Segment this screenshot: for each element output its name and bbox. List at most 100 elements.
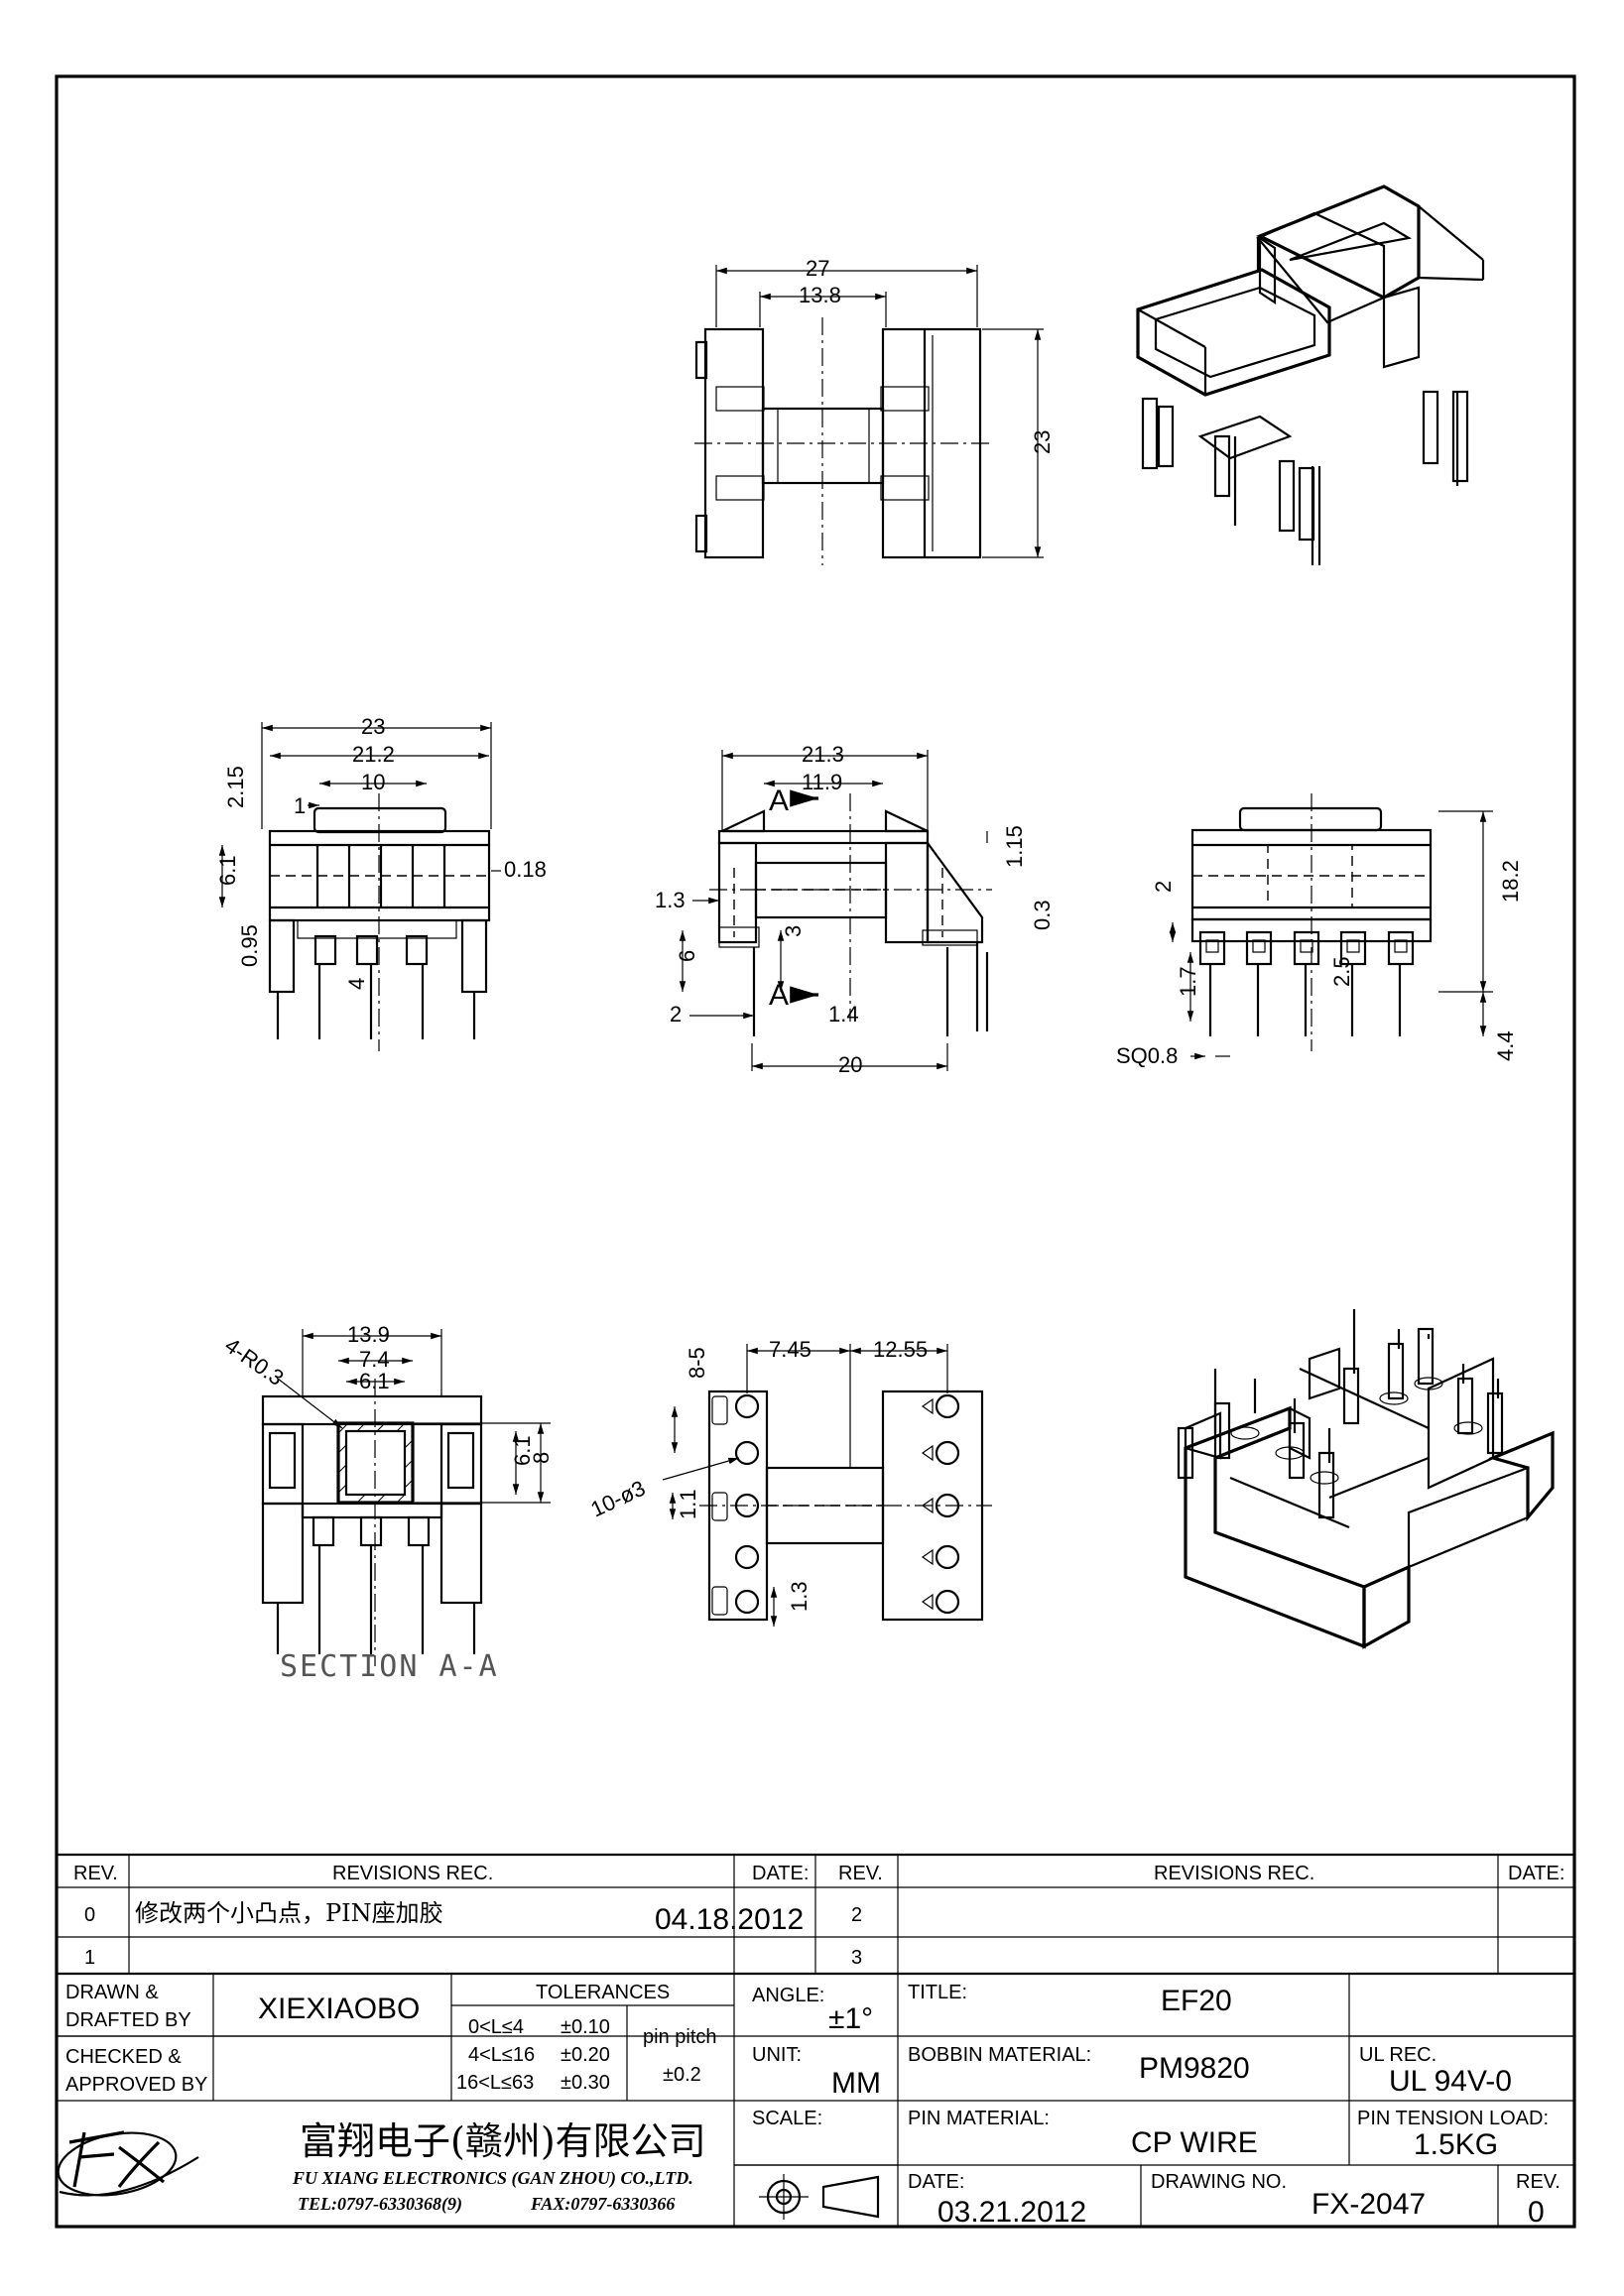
tol-row-0-value: ±0.10 [561, 2016, 610, 2038]
ul-rec-value: UL 94V-0 [1389, 2065, 1512, 2098]
bottom-view: 8-5 7.45 12.55 10-ø3 1.1 1.3 [587, 1337, 992, 1627]
dim-10: 10 [361, 770, 385, 794]
tol-row-1-value: ±0.20 [561, 2044, 610, 2066]
dim-2-5: 2.5 [1329, 956, 1354, 987]
rev-label: REV. [1516, 2171, 1561, 2193]
dim-6-1: 6.1 [215, 855, 240, 886]
top-view: 27 13.8 23 [694, 256, 1055, 565]
dim-6: 6 [675, 950, 699, 962]
dim-4: 4 [344, 978, 369, 990]
revisions-rec-header: REVISIONS REC. [332, 1863, 493, 1884]
dim-sq0-8: SQ0.8 [1116, 1043, 1178, 1068]
date-header-2: DATE: [1508, 1863, 1564, 1884]
dim-1-15: 1.15 [1002, 825, 1027, 868]
date-label: DATE: [908, 2171, 964, 2193]
dim-1-7: 1.7 [1176, 966, 1200, 997]
dim-4-4: 4.4 [1493, 1030, 1518, 1061]
dim-11-9: 11.9 [802, 770, 842, 794]
dim-0-18: 0.18 [504, 857, 547, 882]
drawing-no-value: FX-2047 [1312, 2188, 1426, 2221]
checked-label-2: APPROVED BY [65, 2074, 207, 2096]
company-name-en: FU XIANG ELECTRONICS (GAN ZHOU) CO.,LTD. [292, 2168, 693, 2189]
dim-6-1-section-v: 6.1 [510, 1435, 535, 1466]
angle-label: ANGLE: [752, 1985, 824, 2006]
rev-row-0-date: 04.18.2012 [655, 1903, 804, 1936]
section-caption: SECTION A-A [280, 1649, 499, 1684]
checked-label-1: CHECKED & [65, 2046, 182, 2068]
dim-1-1: 1.1 [676, 1489, 700, 1519]
rev-row-1-rev: 1 [84, 1947, 95, 1969]
pin-tension-value: 1.5KG [1414, 2128, 1498, 2161]
dim-13-8: 13.8 [799, 283, 841, 307]
dim-7-4: 7.4 [359, 1347, 390, 1372]
drawn-label-2: DRAFTED BY [65, 2009, 191, 2031]
title-value: EF20 [1161, 1985, 1232, 2017]
section-mark-a-bottom: A [769, 979, 789, 1012]
tol-row-2-value: ±0.30 [561, 2072, 610, 2094]
end-view: 2 18.2 1.7 2.5 SQ0.8 4.4 [1116, 793, 1523, 1068]
pin-material-value: CP WIRE [1131, 2126, 1258, 2159]
dim-6-1-section-h: 6.1 [359, 1369, 390, 1393]
dim-8-5: 8-5 [685, 1347, 709, 1379]
angle-value: ±1° [828, 2002, 873, 2035]
title-block [57, 1853, 1574, 2227]
dim-1: 1 [294, 793, 306, 818]
ul-rec-label: UL REC. [1359, 2044, 1437, 2066]
tolerances-header: TOLERANCES [536, 1982, 670, 2003]
drawn-by-value: XIEXIAOBO [258, 1993, 420, 2025]
rev-row-1-rev2: 3 [851, 1947, 862, 1969]
date-value: 03.21.2012 [937, 2196, 1086, 2229]
isometric-view-bottom [1177, 1309, 1555, 1649]
company-fax: FAX:0797-6330366 [530, 2194, 675, 2214]
dim-3: 3 [781, 925, 806, 937]
bobbin-material-value: PM9820 [1139, 2052, 1250, 2085]
scale-label: SCALE: [752, 2108, 822, 2129]
revisions-rec-header-2: REVISIONS REC. [1154, 1863, 1314, 1884]
tol-row-1-range: 4<L≤16 [468, 2044, 535, 2066]
rev-row-0-rev2: 2 [851, 1904, 862, 1926]
dim-0-3: 0.3 [1030, 900, 1055, 930]
section-view: 13.9 4-R0.3 7.4 6.1 6.1 8 SECTION A-A [220, 1322, 554, 1684]
rev-row-0-rev: 0 [84, 1904, 95, 1926]
dim-13-9: 13.9 [347, 1322, 390, 1347]
dim-27: 27 [806, 256, 829, 281]
rev-row-0-text: 修改两个小凸点，PIN座加胶 [135, 1899, 443, 1927]
title-label: TITLE: [908, 1982, 967, 2003]
dim-18-2: 18.2 [1498, 860, 1523, 903]
company-tel: TEL:0797-6330368(9) [298, 2194, 462, 2215]
rev-header-2: REV. [838, 1863, 883, 1884]
dim-1-4: 1.4 [828, 1002, 859, 1027]
dim-12-55: 12.55 [873, 1337, 928, 1362]
dim-21-2: 21.2 [352, 742, 395, 767]
dim-4-r0-3: 4-R0.3 [220, 1333, 288, 1390]
rev-value: 0 [1528, 2196, 1545, 2229]
bobbin-material-label: BOBBIN MATERIAL: [908, 2044, 1091, 2066]
dim-1-3-bottom: 1.3 [787, 1581, 812, 1612]
company-name-cn: 富翔电子(赣州)有限公司 [300, 2119, 706, 2163]
drawing-no-label: DRAWING NO. [1151, 2171, 1287, 2193]
pin-pitch-label: pin pitch [643, 2026, 717, 2048]
date-header: DATE: [752, 1863, 809, 1884]
dim-20: 20 [838, 1052, 862, 1077]
pin-pitch-value: ±0.2 [663, 2064, 701, 2086]
dim-10-d3: 10-ø3 [587, 1476, 650, 1522]
tol-row-0-range: 0<L≤4 [468, 2016, 524, 2038]
dim-23-top: 23 [1030, 430, 1055, 454]
front-view: 23 21.2 2.15 10 1 6.1 0.18 0.95 4 [215, 714, 547, 1051]
dim-7-45: 7.45 [769, 1337, 812, 1362]
unit-label: UNIT: [752, 2044, 802, 2066]
rev-header: REV. [73, 1863, 118, 1884]
dim-1-3-side: 1.3 [655, 888, 686, 912]
projection-symbol-icon [759, 2174, 880, 2220]
dim-2-side: 2 [670, 1002, 682, 1027]
unit-value: MM [831, 2067, 881, 2100]
dim-8: 8 [529, 1452, 554, 1464]
dim-23-front: 23 [361, 714, 385, 739]
company-logo [57, 2130, 199, 2197]
drawing-frame [55, 74, 1576, 2229]
dim-2-15: 2.15 [223, 766, 248, 808]
dim-2-end: 2 [1151, 881, 1176, 893]
dim-21-3: 21.3 [802, 742, 844, 767]
pin-tension-label: PIN TENSION LOAD: [1357, 2108, 1549, 2129]
